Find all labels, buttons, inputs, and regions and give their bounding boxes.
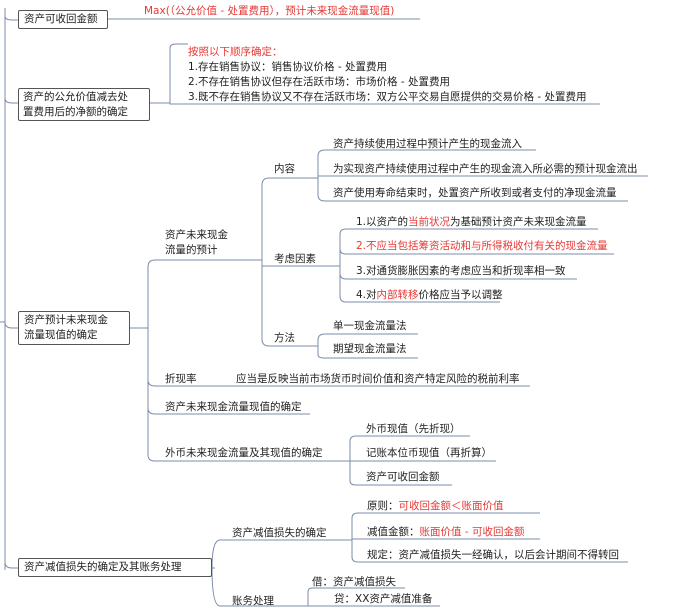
discount-text: 应当是反映当前市场货币时间价值和资产特定风险的税前利率 [236,373,520,385]
content-item-2: 为实现资产持续使用过程中产生的现金流入所必需的预计现金流出 [333,163,638,175]
amount-row: 减值金额：账面价值 - 可收回金额 [367,525,524,539]
accounting-credit: 贷：XX资产减值准备 [334,593,433,605]
fair-value-item-2: 2.不存在销售协议但存在活跃市场：市场价格 - 处置费用 [188,76,450,88]
factors-label[interactable]: 考虑因素 [274,253,316,265]
content-item-3: 资产使用寿命结束时，处置资产所收到或者支付的净现金流量 [333,187,617,199]
principle-highlight: 可收回金额＜账面价值 [398,500,504,512]
fair-value-item-1: 1.存在销售协议：销售协议价格 - 处置费用 [188,61,387,73]
amount-highlight: 账面价值 - 可收回金额 [419,526,525,538]
fair-value-label-line2: 置费用后的净额的确定 [23,106,128,118]
forecast-label-line2[interactable]: 流量的预计 [165,244,218,256]
amount-prefix: 减值金额： [367,526,420,538]
factor-4-highlight: 内部转移 [376,289,419,301]
impairment-node[interactable] [18,558,212,577]
foreign-label[interactable]: 外币未来现金流量及其现值的确定 [165,447,323,459]
method-label[interactable]: 方法 [274,332,295,344]
rule-row: 规定：资产减值损失一经确认，以后会计期间不得转回 [367,549,619,561]
factor-4: 4.对内部转移价格应当予以调整 [356,288,503,302]
principle-prefix: 原则： [367,500,399,512]
factor-3: 3.对通货膨胀因素的考虑应当和折现率相一致 [356,265,566,277]
factor-1: 1.以资产的当前状况为基础预计资产未来现金流量 [356,215,587,229]
recoverable-amount-formula: Max(（公允价值 - 处置费用），预计未来现金流量现值) [144,5,395,17]
fair-value-label-line1: 资产的公允价值减去处 [23,91,128,103]
pv-determination-label[interactable]: 资产未来现金流量现值的确定 [165,401,302,413]
impairment-label: 资产减值损失的确定及其账务处理 [24,561,182,573]
method-item-2: 期望现金流量法 [333,343,407,355]
determination-label[interactable]: 资产减值损失的确定 [232,527,327,539]
factor-4-suffix: 价格应当予以调整 [418,289,503,301]
accounting-label[interactable]: 账务处理 [232,595,274,607]
content-item-1: 资产持续使用过程中预计产生的现金流入 [333,138,522,150]
factor-1-prefix: 1.以资产的 [356,216,409,228]
accounting-debit: 借：资产减值损失 [312,576,396,588]
factor-2: 2.不应当包括筹资活动和与所得税收付有关的现金流量 [356,240,608,252]
discount-label[interactable]: 折现率 [165,373,197,385]
content-label[interactable]: 内容 [274,163,295,175]
principle-row: 原则：可收回金额＜账面价值 [367,499,504,513]
fair-value-order-title: 按照以下顺序确定： [188,46,283,58]
pv-label-line1: 资产预计未来现金 [24,314,108,326]
factor-4-prefix: 4.对 [356,289,377,301]
fair-value-item-3: 3.既不存在销售协议又不存在活跃市场：双方公平交易自愿提供的交易价格 - 处置费… [188,91,587,103]
method-item-1: 单一现金流量法 [333,320,407,332]
factor-1-highlight: 当前状况 [408,216,451,228]
forecast-label-line1[interactable]: 资产未来现金 [165,229,228,241]
foreign-item-2: 记账本位币现值（再折算） [366,447,492,459]
pv-node[interactable] [18,311,130,345]
recoverable-amount-node[interactable] [18,10,108,29]
foreign-item-3: 资产可收回金额 [366,471,440,483]
pv-label-line2: 流量现值的确定 [24,329,98,341]
foreign-item-1: 外币现值（先折现） [366,423,461,435]
recoverable-amount-label: 资产可收回金额 [24,13,98,25]
fair-value-node[interactable] [18,88,150,121]
factor-1-suffix: 为基础预计资产未来现金流量 [450,216,587,228]
